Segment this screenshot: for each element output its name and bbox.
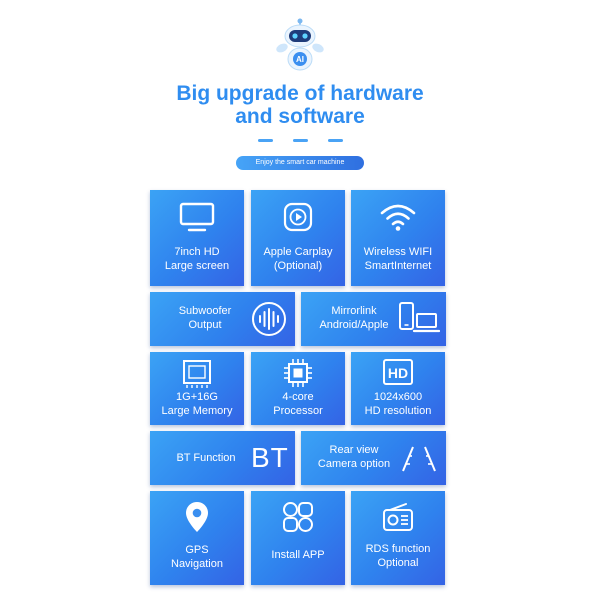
feature-label-line1: 1G+16G [176,391,218,403]
bt-big-text: BT [251,442,289,473]
feature-label-line2: (Optional) [273,260,323,272]
feature-label-line2: Android/Apple [319,319,389,331]
feature-label-line1: GPS [185,544,209,556]
divider-dash [257,139,273,142]
feature-label-line2: Processor [273,405,323,417]
feature-tile-carplay: Apple Carplay (Optional) [251,190,345,286]
radio-icon [382,502,414,532]
feature-tile-screen: 7inch HD Large screen [150,190,244,286]
parking-lines-icon [400,443,438,473]
divider-dash [292,139,308,142]
feature-label-line2: Large screen [164,260,230,272]
hd-icon: HD [382,358,414,386]
feature-tile-apps: Install APP [251,491,345,585]
feature-label-line1: RDS function [365,543,431,555]
feature-label-line1: Subwoofer [178,305,232,317]
feature-label-line1: Mirrorlink [331,305,377,317]
page-title-line1: Big upgrade of hardware [176,82,424,105]
monitor-icon [179,202,215,234]
feature-tile-bt: BT Function BT [150,431,295,485]
memory-chip-icon [181,358,213,388]
hd-badge-text: HD [388,365,408,381]
cpu-icon [283,358,313,388]
feature-tile-wifi: Wireless WIFI SmartInternet [351,190,445,286]
title-divider [0,139,600,142]
feature-label-line2: HD resolution [364,405,432,417]
app-grid-icon [282,501,314,533]
feature-label-line2: SmartInternet [364,260,432,272]
feature-tile-camera: Rear view Camera option [301,431,446,485]
carplay-icon [283,202,313,232]
feature-tile-gps: GPS Navigation [150,491,244,585]
mascot-badge: AI [296,55,304,64]
feature-label-line1: Rear view [329,444,379,456]
feature-label-line2: Output [188,319,222,331]
feature-tile-memory: 1G+16G Large Memory [150,352,244,425]
feature-label-line1: Wireless WIFI [363,246,433,258]
phone-laptop-icon [398,301,440,337]
feature-label-line1: Apple Carplay [263,246,333,258]
feature-label-line1: 4-core [282,391,314,403]
feature-label-line1: 1024x600 [373,391,423,403]
feature-label-line2: Camera option [317,458,391,470]
location-pin-icon [185,501,209,533]
feature-tile-mirrorlink: Mirrorlink Android/Apple [301,292,446,346]
tagline-badge: Enjoy the smart car machine [236,156,364,170]
divider-dash [327,139,343,142]
robot-icon: AI [276,18,324,71]
feature-label-line1: 7inch HD [174,246,220,258]
feature-label-line1: Install APP [271,549,325,561]
page-title-line2: and software [235,105,365,128]
feature-label-line2: Optional [377,557,419,569]
feature-tile-subwoofer: Subwoofer Output [150,292,295,346]
sound-wave-icon [251,301,287,337]
feature-tile-rds: RDS function Optional [351,491,445,585]
feature-tile-resolution: HD 1024x600 HD resolution [351,352,445,425]
wifi-icon [379,202,417,232]
feature-label-line2: Large Memory [161,405,233,417]
feature-tile-processor: 4-core Processor [251,352,345,425]
feature-label-line1: BT Function [176,452,236,464]
feature-label-line2: Navigation [171,558,223,570]
ai-robot-mascot: AI [274,18,326,72]
